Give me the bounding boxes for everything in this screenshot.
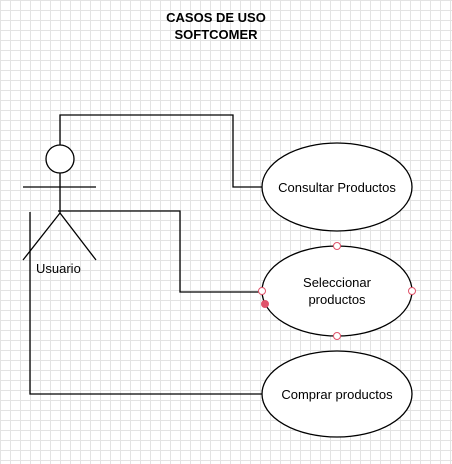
usecase-seleccionar-label-line2: productos <box>308 292 366 307</box>
selection-handles[interactable] <box>258 242 416 340</box>
actor-figure[interactable] <box>22 144 97 261</box>
usecase-consultar-productos[interactable] <box>261 142 413 232</box>
diagram-title-line1: CASOS DE USO <box>166 10 266 25</box>
actor-left-leg <box>22 212 61 261</box>
usecase-seleccionar-label: Seleccionar productos <box>262 274 412 308</box>
usecase-comprar-productos[interactable] <box>261 350 413 438</box>
handle-top[interactable] <box>333 242 341 250</box>
handle-right[interactable] <box>408 287 416 295</box>
usecase-consultar-label: Consultar Productos <box>278 180 396 195</box>
actor-head <box>45 144 75 174</box>
diagram-title-line2: SOFTCOMER <box>174 27 258 42</box>
usecase-comprar-label: Comprar productos <box>281 387 393 402</box>
handle-left[interactable] <box>258 287 266 295</box>
connector-actor-consultar[interactable] <box>59 114 262 188</box>
handle-bottom[interactable] <box>333 332 341 340</box>
actor-right-leg <box>59 212 97 261</box>
connector-actor-seleccionar[interactable] <box>58 210 262 293</box>
actor-label: Usuario <box>36 261 81 276</box>
connection-point-active[interactable] <box>261 300 269 308</box>
usecase-seleccionar-label-line1: Seleccionar <box>303 275 371 290</box>
connector-actor-comprar[interactable] <box>29 212 262 395</box>
diagram-title: CASOS DE USO SOFTCOMER <box>116 9 316 43</box>
